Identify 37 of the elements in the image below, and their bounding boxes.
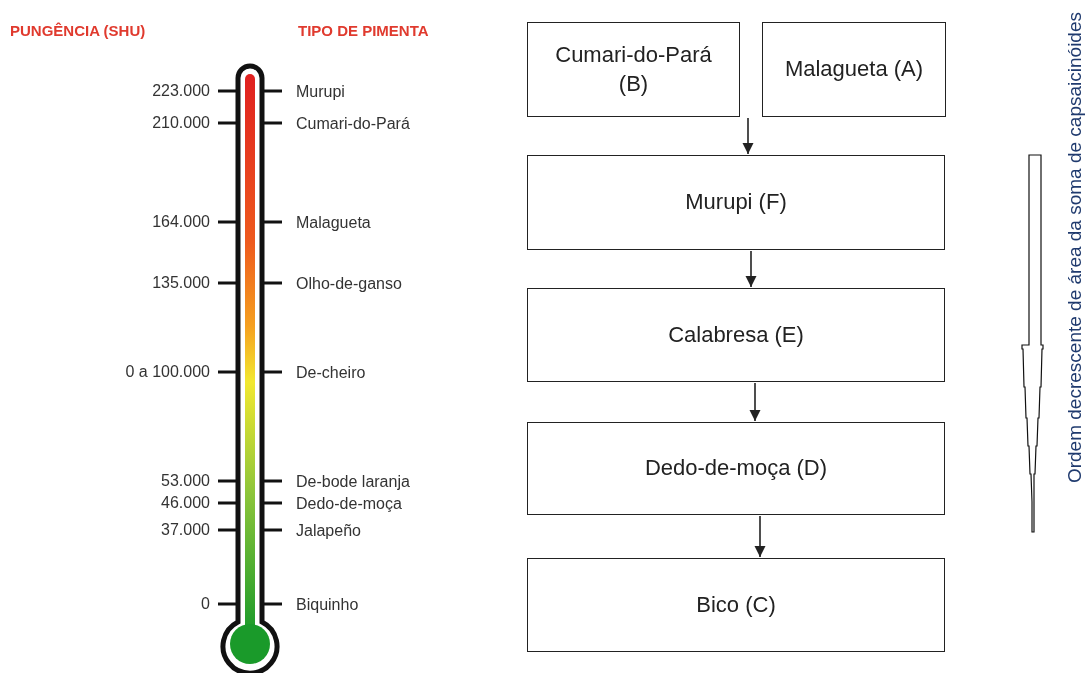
pepper-name: De-bode laranja	[296, 473, 410, 491]
ranking-box	[527, 558, 945, 652]
pepper-name: De-cheiro	[296, 364, 366, 382]
scale-value: 53.000	[161, 472, 210, 490]
pepper-name: Jalapeño	[296, 522, 361, 540]
scale-value: 223.000	[152, 82, 210, 100]
pepper-label: Calabresa (E)	[668, 320, 804, 349]
pepper-label: Cumari-do-Pará (B)	[554, 40, 713, 98]
axis-label: Ordem decrescente de área da soma de capsaicinóides	[1063, 12, 1086, 484]
scale-value: 135.000	[152, 274, 210, 292]
pepper-name: Dedo-de-moça	[296, 495, 402, 513]
scale-value: 164.000	[152, 213, 210, 231]
pepper-label: Dedo-de-moça (D)	[644, 454, 828, 483]
ranking-box	[527, 288, 945, 382]
pepper-label: Malagueta (A)	[784, 55, 924, 84]
arrow	[749, 382, 761, 422]
arrow	[754, 515, 766, 558]
scale-value: 210.000	[152, 114, 210, 132]
ranking-box	[527, 22, 740, 117]
pepper-label: Murupi (F)	[685, 188, 787, 217]
pepper-name: Malagueta	[296, 214, 371, 232]
pepper-name: Murupi	[296, 83, 345, 101]
pepper-name: Olho-de-ganso	[296, 275, 402, 293]
pepper-label: Bico (C)	[696, 590, 776, 619]
column-header: PUNGÊNCIA (SHU)	[10, 22, 146, 40]
scale-value: 0	[201, 595, 210, 613]
arrow	[742, 117, 754, 155]
scale-value: 37.000	[161, 521, 210, 539]
column-header: TIPO DE PIMENTA	[298, 22, 429, 40]
arrow	[745, 250, 757, 288]
ranking-box	[527, 422, 945, 515]
scale-value: 46.000	[161, 494, 210, 512]
ranking-box	[527, 155, 945, 250]
ranking-box	[762, 22, 946, 117]
scale-value: 0 a 100.000	[125, 363, 210, 381]
pepper-name: Biquinho	[296, 596, 359, 614]
pepper-name: Cumari-do-Pará	[296, 115, 410, 133]
